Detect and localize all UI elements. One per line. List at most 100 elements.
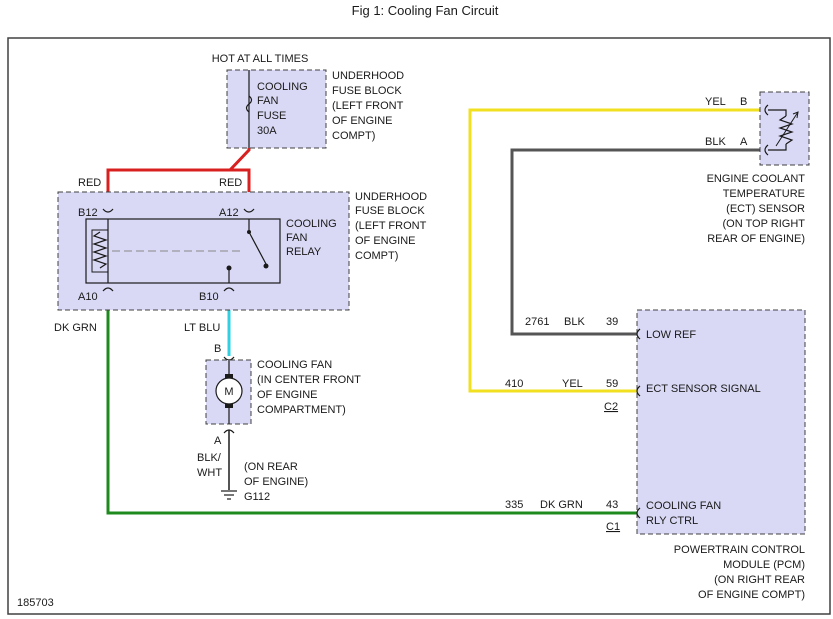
relay-coil-icon	[92, 231, 108, 269]
figure-frame	[7, 37, 831, 615]
ect-signal-pin: 59	[606, 378, 618, 390]
ect-desc-1: ENGINE COOLANT	[707, 173, 806, 185]
fan-desc-2: (IN CENTER FRONT	[257, 374, 361, 386]
ect-lead-b	[768, 109, 787, 116]
fan-ctrl-label-1: COOLING FAN	[646, 500, 721, 512]
pcm-box	[636, 309, 806, 535]
connector-b10-icon	[223, 287, 235, 292]
wire-label-red-right: RED	[219, 177, 242, 189]
pin-a10: A10	[78, 291, 98, 303]
pin-a12: A12	[219, 207, 239, 219]
relay-block-location-1: UNDERHOOD	[355, 191, 427, 203]
figure-title: Fig 1: Cooling Fan Circuit	[352, 3, 499, 18]
ground-id: G112	[244, 491, 270, 503]
relay-block-location-4: OF ENGINE	[355, 235, 416, 247]
wire-label-lt-blu: LT BLU	[184, 322, 220, 334]
ect-wire-yel: YEL	[705, 96, 726, 108]
fuse-label-2: FAN	[257, 95, 278, 107]
pin-b12: B12	[78, 207, 98, 219]
pcm-connector-43-icon	[636, 507, 641, 519]
wire-label-red-left: RED	[78, 177, 101, 189]
fan-pin-b: B	[214, 343, 221, 355]
ect-sensor-box	[759, 91, 810, 166]
figure-id: 185703	[17, 597, 54, 609]
ground-wire-label-2: WHT	[197, 467, 222, 479]
relay-label-3: RELAY	[286, 246, 322, 258]
pcm-desc-3: (ON RIGHT REAR	[714, 574, 805, 586]
ect-signal-wire: YEL	[562, 378, 583, 390]
relay-label-1: COOLING	[286, 218, 337, 230]
ect-pin-b: B	[740, 96, 747, 108]
fuse-block-location-4: OF ENGINE	[332, 115, 393, 127]
fan-ctrl-circuit: 335	[505, 499, 523, 511]
fan-ctrl-wire: DK GRN	[540, 499, 583, 511]
yel-wire	[468, 108, 766, 393]
fan-desc-3: OF ENGINE	[257, 389, 318, 401]
relay-label-2: FAN	[286, 232, 307, 244]
fuse-block-location-2: FUSE BLOCK	[332, 85, 402, 97]
relay-switch-icon	[248, 231, 267, 265]
fuse-label-3: FUSE	[257, 110, 286, 122]
pcm-desc-2: MODULE (PCM)	[723, 559, 805, 571]
ect-connector-a-icon	[764, 144, 769, 156]
relay-block-location-3: (LEFT FRONT	[355, 220, 427, 232]
thermistor-arrow	[775, 111, 799, 147]
pcm-desc-1: POWERTRAIN CONTROL	[674, 544, 805, 556]
dk-grn-wire	[106, 288, 637, 515]
ect-wire-blk: BLK	[705, 136, 726, 148]
switch-contact-2	[226, 265, 232, 271]
ground-location-2: OF ENGINE)	[244, 476, 308, 488]
ect-desc-4: (ON TOP RIGHT	[722, 218, 805, 230]
connector-a12-icon	[243, 208, 255, 213]
pcm-connector-59-icon	[636, 385, 641, 397]
pcm-desc-4: OF ENGINE COMPT)	[698, 589, 805, 601]
ect-desc-5: REAR OF ENGINE)	[707, 233, 805, 245]
ect-signal-label: ECT SENSOR SIGNAL	[646, 383, 761, 395]
connector-c2: C2	[604, 401, 618, 413]
ect-signal-circuit: 410	[505, 378, 523, 390]
motor-brush-bottom	[225, 404, 233, 408]
low-ref-pin: 39	[606, 316, 618, 328]
connector-c1: C1	[606, 521, 620, 533]
hot-at-all-times-label: HOT AT ALL TIMES	[212, 53, 309, 65]
connector-a10-icon	[102, 287, 114, 292]
thermistor-arrowhead	[792, 111, 799, 119]
fan-connector-a-icon	[223, 429, 235, 434]
ground-wire-label-1: BLK/	[197, 452, 222, 464]
pin-b10: B10	[199, 291, 219, 303]
connector-b12-icon	[102, 208, 114, 213]
blk-wire	[510, 148, 766, 336]
fan-desc-4: COMPARTMENT)	[257, 404, 346, 416]
motor-symbol: M	[224, 386, 233, 398]
wire-label-dk-grn: DK GRN	[54, 322, 97, 334]
fuse-label-4: 30A	[257, 125, 277, 137]
fuse-block-location-1: UNDERHOOD	[332, 70, 404, 82]
motor-icon	[215, 377, 243, 405]
ect-desc-2: TEMPERATURE	[723, 188, 805, 200]
pcm-connector-39-icon	[636, 328, 641, 340]
ect-lead-a	[768, 144, 787, 151]
ect-desc-3: (ECT) SENSOR	[726, 203, 805, 215]
ect-pin-a: A	[740, 136, 748, 148]
coil-frame	[91, 229, 109, 273]
fuse-block-location-3: (LEFT FRONT	[332, 100, 404, 112]
low-ref-wire: BLK	[564, 316, 585, 328]
fuse-icon	[245, 95, 253, 113]
fuse-label-1: COOLING	[257, 81, 308, 93]
fuse-block-location-5: COMPT)	[332, 130, 375, 142]
fuse-block-box	[226, 69, 327, 149]
switch-contact	[263, 263, 269, 269]
ground-icon	[221, 490, 237, 500]
ground-location-1: (ON REAR	[244, 461, 298, 473]
ect-connector-b-icon	[764, 104, 769, 116]
motor-brush-top	[225, 374, 233, 378]
relay-block-location-2: FUSE BLOCK	[355, 205, 425, 217]
low-ref-circuit: 2761	[525, 316, 549, 328]
fan-ctrl-label-2: RLY CTRL	[646, 515, 698, 527]
fan-pin-a: A	[214, 435, 222, 447]
fan-desc-1: COOLING FAN	[257, 359, 332, 371]
low-ref-label: LOW REF	[646, 329, 696, 341]
relay-block-location-5: COMPT)	[355, 250, 398, 262]
